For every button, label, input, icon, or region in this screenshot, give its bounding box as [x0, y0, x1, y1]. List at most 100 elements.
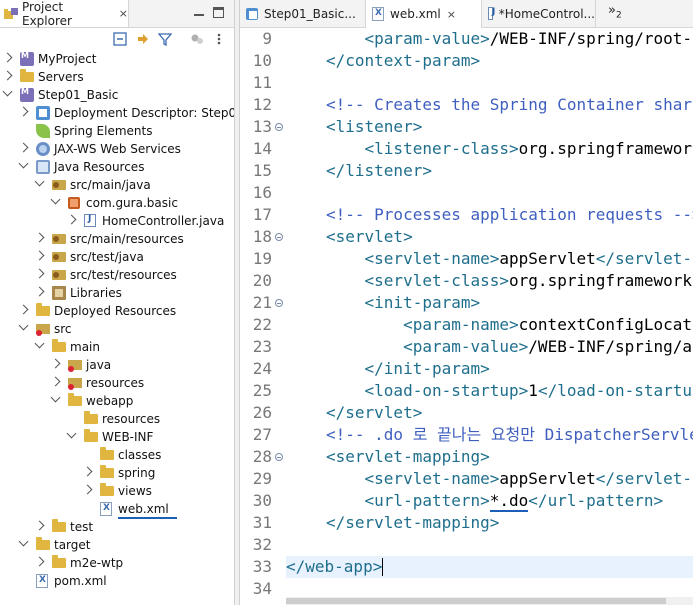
code-line: <servlet-class>org.springframework.web	[326, 270, 693, 292]
tree-item[interactable]: WEB-INF	[0, 428, 234, 446]
chevron-right-icon[interactable]	[34, 232, 45, 243]
text-content: org.springframework.web	[509, 271, 693, 290]
close-icon[interactable]: ×	[446, 7, 456, 21]
chevron-down-icon[interactable]	[18, 536, 29, 547]
tree-item[interactable]: src/main/java	[0, 176, 234, 194]
tree-item[interactable]: test	[0, 518, 234, 536]
fold-toggle-icon[interactable]	[275, 123, 283, 131]
source-folder-icon	[52, 252, 66, 262]
chevron-right-icon[interactable]	[18, 304, 29, 315]
source-folder-icon	[52, 180, 66, 190]
tree-item[interactable]: Java Resources	[0, 158, 234, 176]
tree-item[interactable]: src/test/java	[0, 248, 234, 266]
chevron-right-icon[interactable]	[18, 106, 29, 117]
tab-label: Step01_Basic...	[264, 6, 356, 21]
chevron-down-icon[interactable]	[2, 86, 13, 97]
tree-item[interactable]: java	[0, 356, 234, 374]
tree-item[interactable]: classes	[0, 446, 234, 464]
chevron-down-icon[interactable]	[66, 428, 77, 439]
close-icon[interactable]: ×	[118, 7, 128, 20]
tree-item[interactable]: Step01_Basic	[0, 86, 234, 104]
maximize-icon[interactable]	[213, 7, 224, 18]
code-editor[interactable]: <param-value>/WEB-INF/spring/root-contex…	[286, 28, 693, 593]
xml-comment: <!-- .do 로 끝나는 요청만 DispatcherServlet	[326, 425, 693, 444]
tree-item[interactable]: m2e-wtp	[0, 554, 234, 572]
tree-item[interactable]: Deployment Descriptor: Step01_I	[0, 104, 234, 122]
tree-item-label: src	[54, 322, 72, 336]
minimize-icon[interactable]	[193, 6, 205, 18]
tree-item[interactable]: pom.xml	[0, 572, 234, 590]
tree-item[interactable]: spring	[0, 464, 234, 482]
tab-project-explorer[interactable]: Project Explorer ×	[0, 0, 129, 28]
chevron-right-icon[interactable]	[34, 520, 45, 531]
tab-web-xml[interactable]: web.xml ×	[366, 0, 482, 28]
filter-icon[interactable]	[157, 31, 173, 47]
tree-item[interactable]: src	[0, 320, 234, 338]
tree-item[interactable]: webapp	[0, 392, 234, 410]
chevron-down-icon[interactable]	[18, 158, 29, 169]
tab-deployment-descriptor[interactable]: Step01_Basic...	[240, 0, 366, 27]
pane-splitter[interactable]	[234, 0, 240, 605]
chevron-right-icon[interactable]	[34, 286, 45, 297]
chevron-right-icon[interactable]	[2, 70, 13, 81]
chevron-right-icon[interactable]	[34, 268, 45, 279]
chevron-right-icon[interactable]	[66, 214, 77, 225]
tree-item[interactable]: MyProject	[0, 50, 234, 68]
chevron-down-icon[interactable]	[34, 176, 45, 187]
chevron-down-icon[interactable]	[18, 320, 29, 331]
chevron-down-icon[interactable]	[50, 194, 61, 205]
tree-item-label: WEB-INF	[102, 430, 154, 444]
chevron-right-icon[interactable]	[50, 376, 61, 387]
source-folder-icon	[52, 234, 66, 244]
fold-toggle-icon[interactable]	[275, 453, 283, 461]
source-folder-icon	[52, 270, 66, 280]
chevron-down-icon[interactable]	[34, 338, 45, 349]
code-line: </init-param>	[326, 358, 490, 380]
tree-item[interactable]: Libraries	[0, 284, 234, 302]
horizontal-scrollbar[interactable]	[286, 597, 693, 605]
tree-item[interactable]: HomeController.java	[0, 212, 234, 230]
focus-icon[interactable]	[190, 31, 204, 45]
chevron-right-icon[interactable]	[82, 466, 93, 477]
code-line: </servlet>	[326, 402, 422, 424]
tree-item[interactable]: com.gura.basic	[0, 194, 234, 212]
scrollbar-thumb[interactable]	[286, 598, 666, 604]
tree-item-label: web.xml	[118, 501, 177, 519]
tree-item-label: resources	[86, 376, 145, 390]
tree-item[interactable]: resources	[0, 374, 234, 392]
explorer-tab-bar: Project Explorer ×	[0, 0, 234, 28]
tab-home-controller[interactable]: *HomeControl...	[482, 0, 596, 27]
chevron-right-icon[interactable]	[82, 484, 93, 495]
fold-toggle-icon[interactable]	[275, 233, 283, 241]
chevron-right-icon[interactable]	[34, 250, 45, 261]
view-menu-icon[interactable]	[216, 31, 230, 45]
chevron-right-icon[interactable]	[34, 556, 45, 567]
tree-item[interactable]: resources	[0, 410, 234, 428]
folder-error-icon	[68, 378, 82, 390]
tree-item[interactable]: main	[0, 338, 234, 356]
tab-overflow-button[interactable]: »2	[608, 3, 622, 21]
xml-tag: <param-value>	[403, 337, 529, 356]
chevron-right-icon[interactable]	[2, 52, 13, 63]
tree-item[interactable]: Servers	[0, 68, 234, 86]
chevron-right-icon[interactable]	[18, 142, 29, 153]
fold-toggle-icon[interactable]	[275, 299, 283, 307]
link-with-editor-icon[interactable]	[136, 31, 150, 45]
tree-item[interactable]: views	[0, 482, 234, 500]
chevron-right-icon[interactable]	[50, 358, 61, 369]
tree-item[interactable]: JAX-WS Web Services	[0, 140, 234, 158]
chevron-down-icon[interactable]	[50, 392, 61, 403]
tree-item[interactable]: Deployed Resources	[0, 302, 234, 320]
folder-icon	[52, 519, 66, 532]
tree-item[interactable]: src/test/resources	[0, 266, 234, 284]
line-number: 18	[252, 227, 272, 246]
tree-item[interactable]: target	[0, 536, 234, 554]
maven-pom-icon	[36, 574, 48, 588]
tree-item[interactable]: src/main/resources	[0, 230, 234, 248]
tree-item[interactable]: Spring Elements	[0, 122, 234, 140]
tree-item[interactable]: web.xml	[0, 500, 234, 519]
folder-icon	[68, 393, 82, 406]
folder-icon	[84, 411, 98, 424]
collapse-all-icon[interactable]	[113, 31, 127, 46]
